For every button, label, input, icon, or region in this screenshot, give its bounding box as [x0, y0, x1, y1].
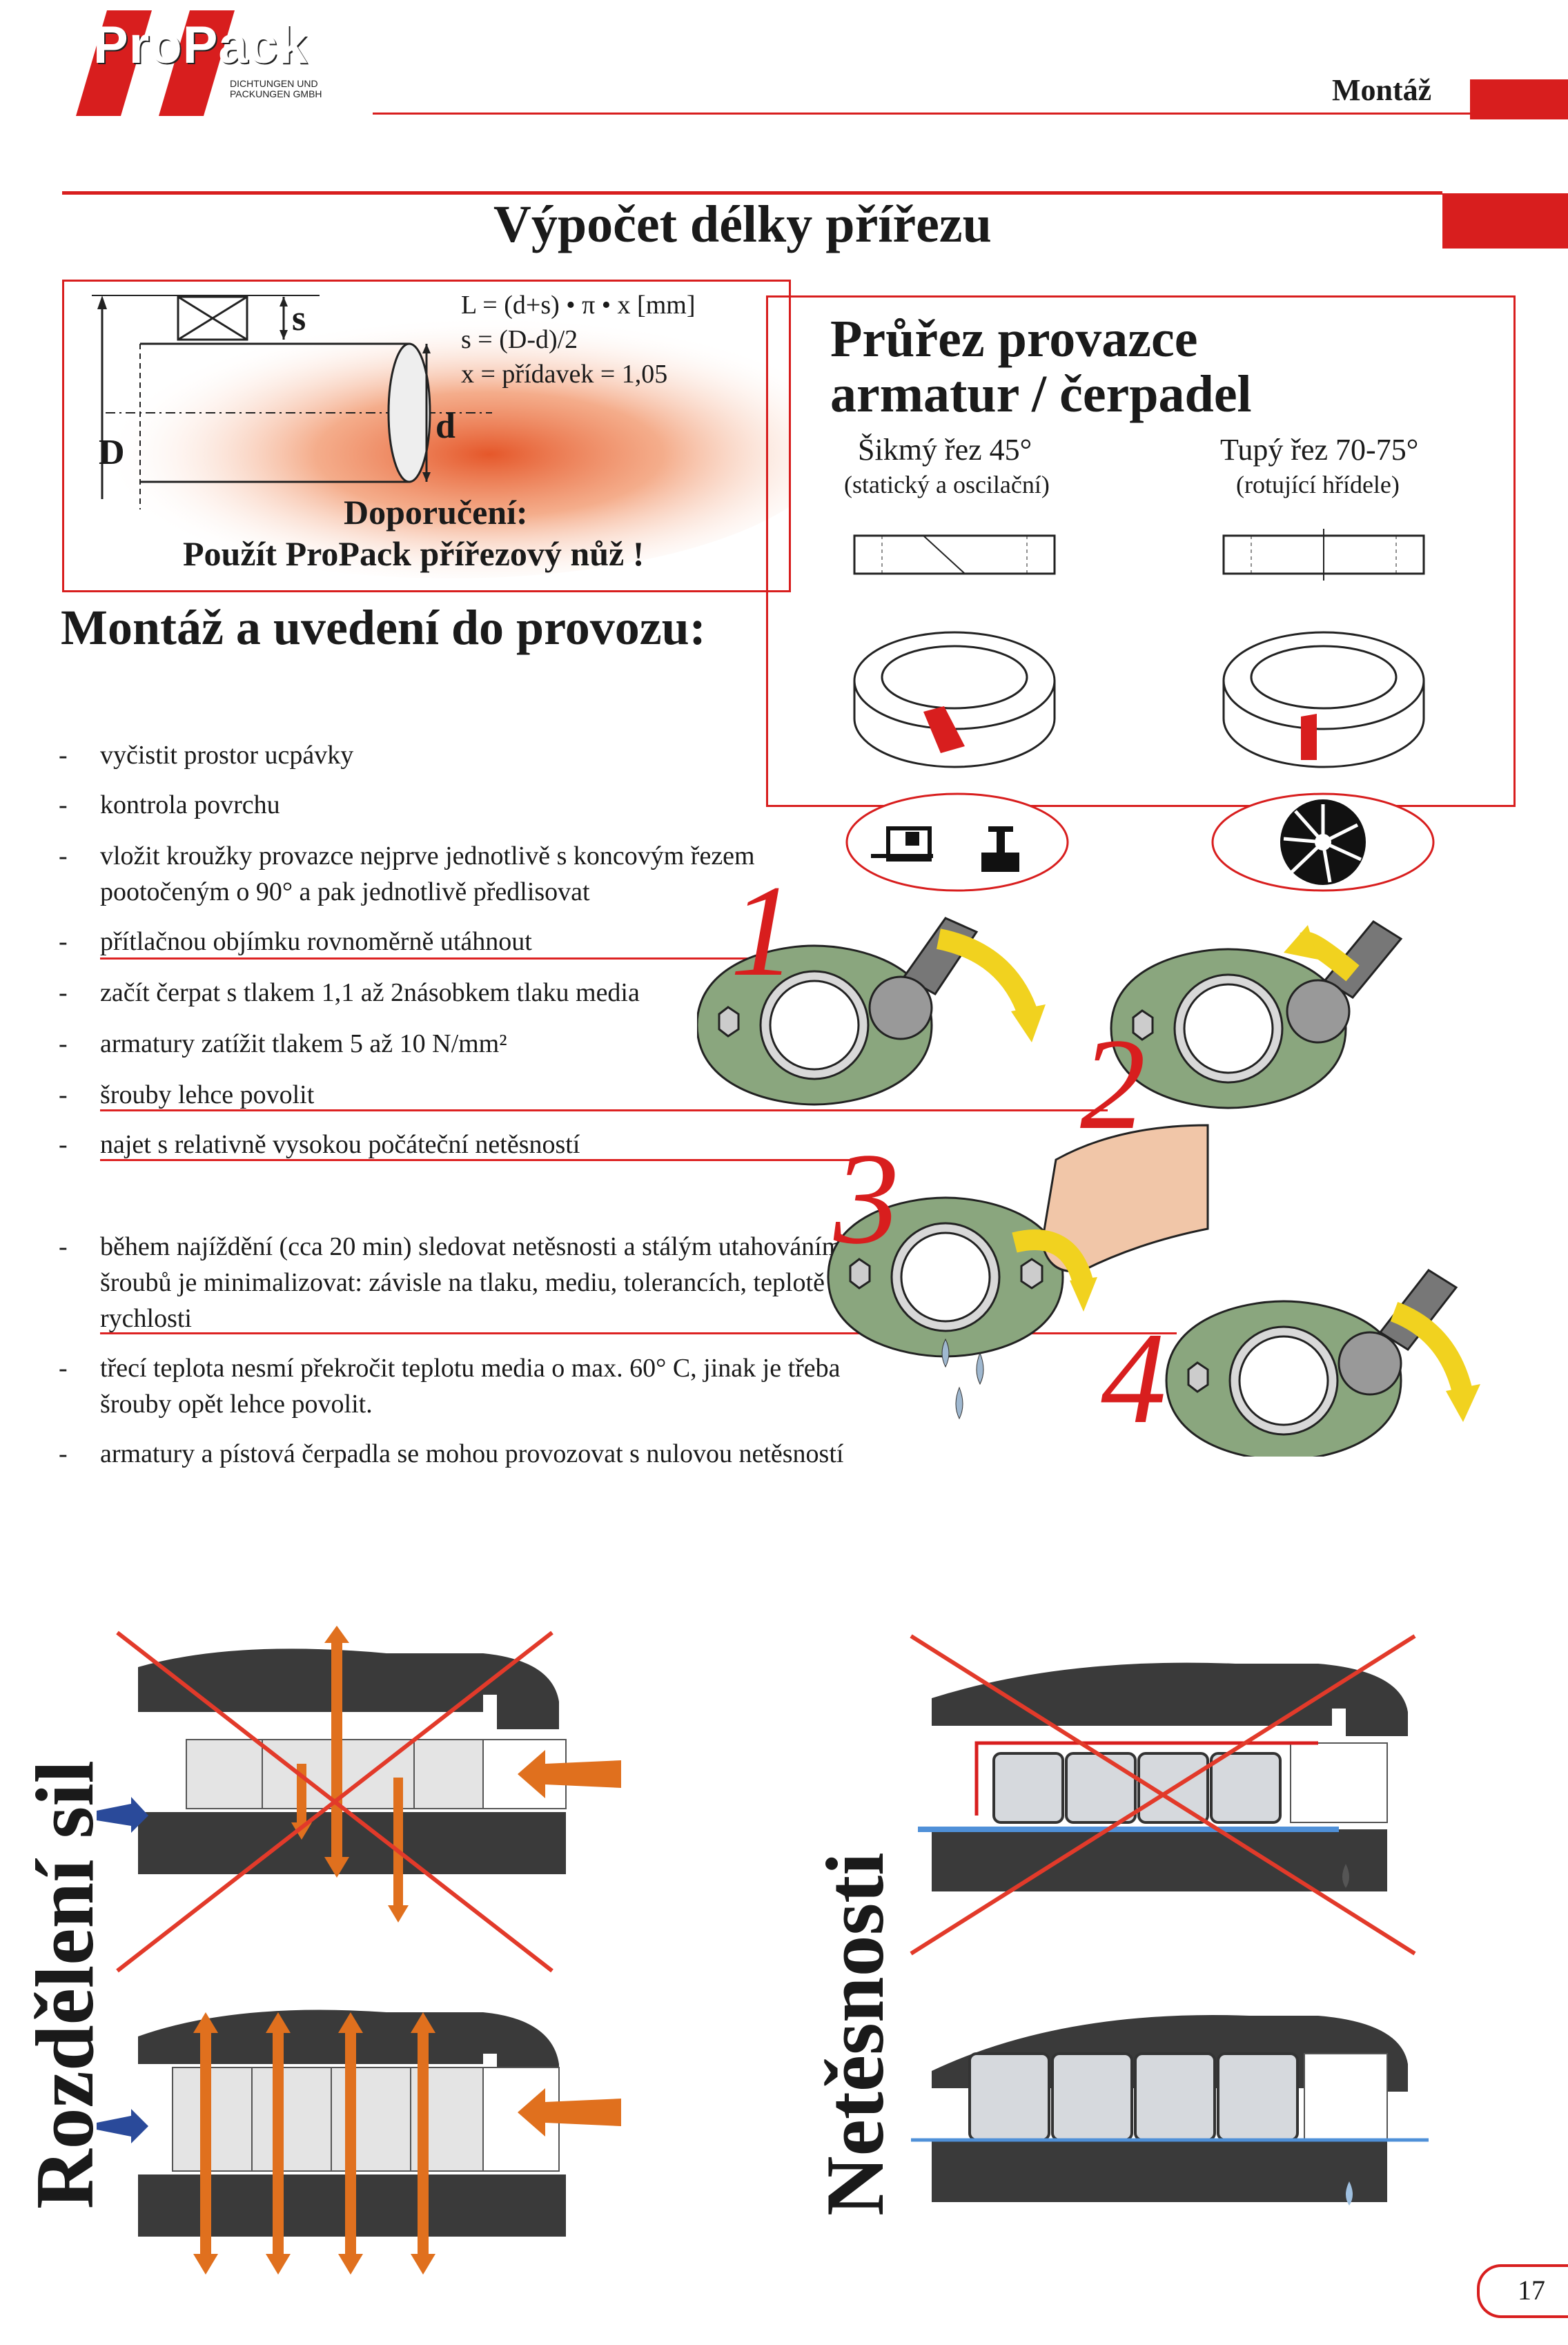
right-cut-label: Tupý řez 70-75° [1220, 433, 1419, 467]
step-4-label: 4 [1101, 1306, 1166, 1451]
step-2-label: 2 [1080, 1012, 1146, 1157]
right-cut-use: (rotující hřídele) [1236, 471, 1400, 498]
recommendation-text: Použít ProPack přířezový nůž ! [183, 534, 645, 573]
rotor-icon [1211, 792, 1435, 892]
leader-line-4 [100, 1332, 1177, 1334]
cross-section-title-1: Průřez provazce [830, 310, 1198, 368]
page-number-badge: 17 [1477, 2264, 1568, 2318]
page-number: 17 [1518, 2275, 1545, 2306]
step-1-label: 1 [730, 859, 796, 1004]
label-D: D [99, 433, 125, 472]
leakage-correct [911, 2015, 1429, 2206]
step-3-label: 3 [834, 1127, 899, 1272]
cross-section-title-2: armatur / čerpadel [830, 365, 1252, 423]
leakage-wrong [910, 1634, 1416, 1956]
logo-subtitle: DICHTUNGEN UND PACKUNGEN GMBH [230, 78, 322, 99]
force-distribution-wrong [97, 1626, 621, 1973]
cut-diagrams [853, 529, 1425, 768]
label-d: d [435, 407, 455, 446]
formula-l: L = (d+s) • π • x [mm] [461, 291, 696, 320]
left-cut-label: Šikmý řez 45° [858, 433, 1032, 467]
mounting-title: Montáž a uvedení do provozu: [61, 600, 706, 655]
calc-box: s D d L = (d+s) • π • x [mm] s = (D-d)/2… [62, 280, 791, 592]
leakage-title: Netěsnosti [809, 1852, 901, 2216]
label-s: s [292, 299, 306, 338]
header-red-block [1470, 79, 1568, 119]
formula-x: x = přídavek = 1,05 [461, 360, 668, 389]
header-rule [373, 113, 1470, 115]
calc-title: Výpočet délky přířezu [493, 195, 992, 253]
calc-diagram [64, 295, 789, 578]
valve-pump-icon [845, 792, 1069, 892]
leader-line-2 [100, 1109, 1108, 1111]
leader-line-1 [100, 957, 776, 960]
calc-red-block [1442, 193, 1568, 249]
flange-steps-illustration [697, 917, 1480, 1457]
force-distribution-correct [97, 2010, 621, 2275]
calc-rule [62, 191, 1442, 195]
leader-line-3 [100, 1159, 873, 1161]
cross-section-box: Průřez provazce armatur / čerpadel Šikmý… [766, 295, 1516, 807]
recommendation-title: Doporučení: [344, 493, 528, 532]
logo-text: ProPack [93, 16, 308, 75]
formula-s: s = (D-d)/2 [461, 325, 578, 354]
section-title: Montáž [1332, 73, 1432, 107]
left-cut-use: (statický a oscilační) [844, 471, 1050, 498]
logo: ProPack DICHTUNGEN UND PACKUNGEN GMBH [72, 7, 335, 117]
